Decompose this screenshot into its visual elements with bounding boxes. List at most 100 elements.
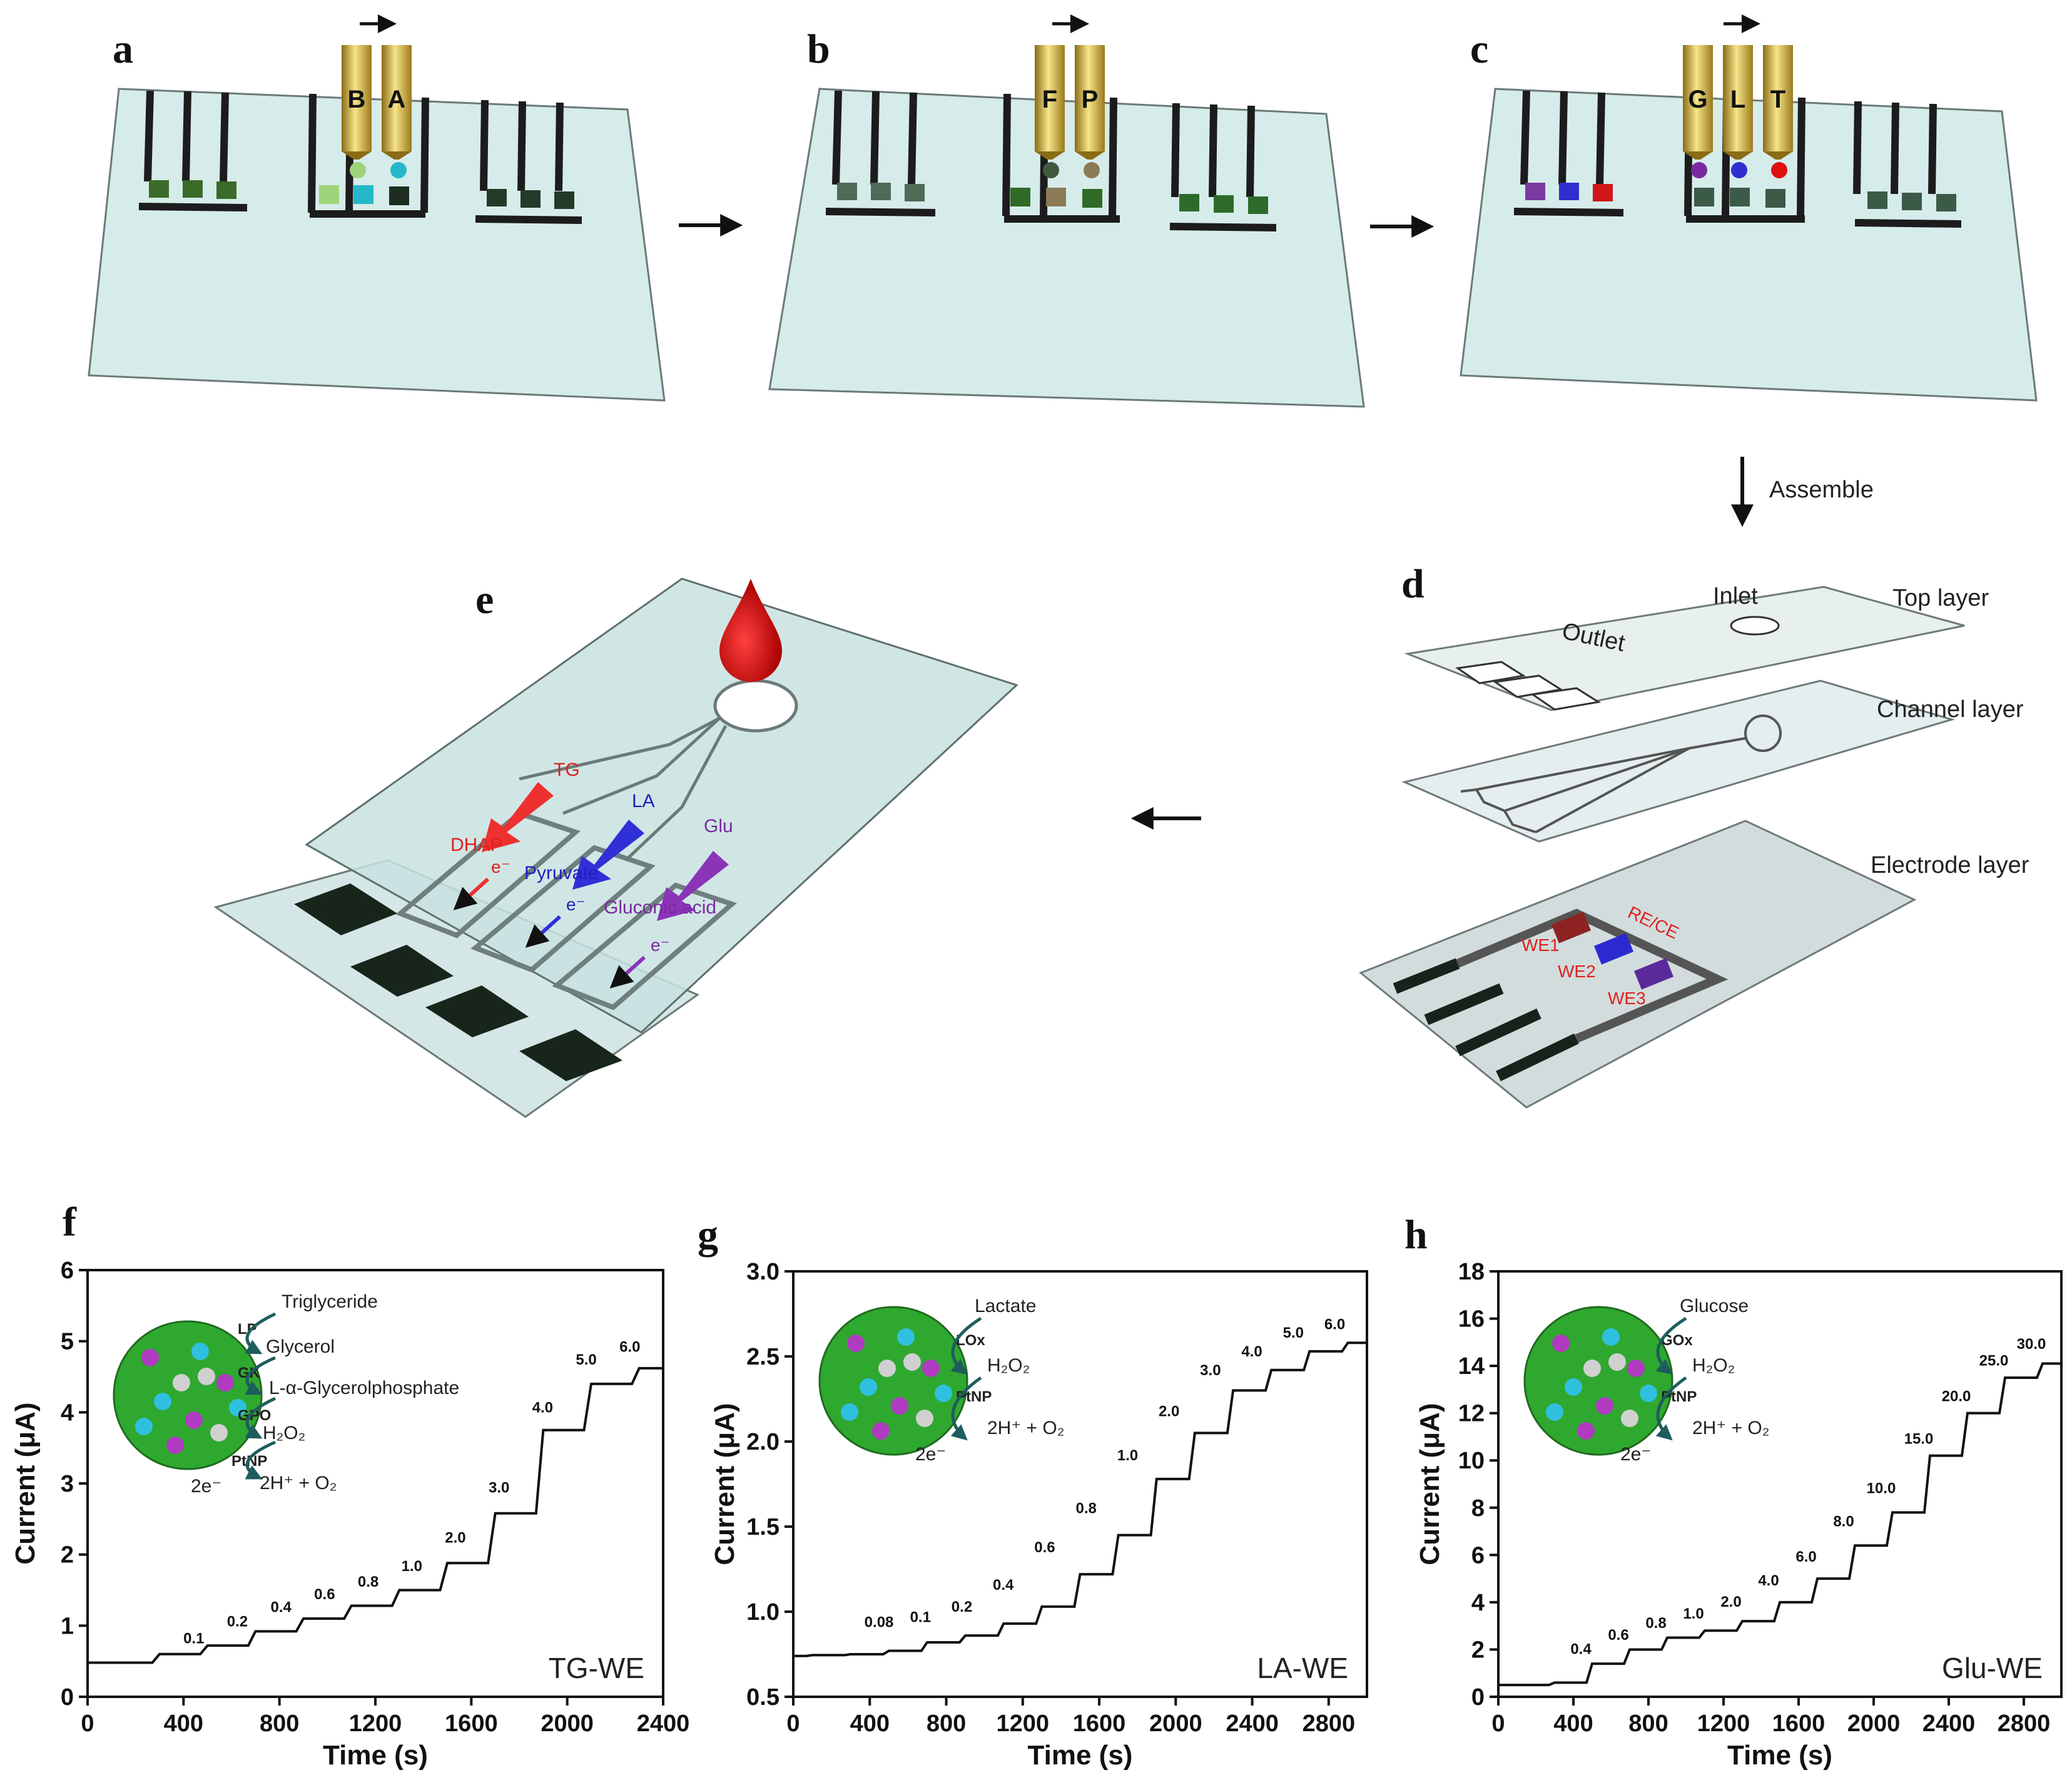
microchannel — [1460, 715, 1782, 833]
we3-pad — [1633, 958, 1673, 990]
scheme-text: Lactate — [975, 1296, 1036, 1316]
step-label: 0.2 — [227, 1613, 248, 1630]
inlet-label: Inlet — [1713, 583, 1758, 609]
step-label: 5.0 — [1283, 1325, 1304, 1341]
reaction-arrow — [245, 1396, 277, 1439]
plot-frame — [1497, 1270, 2063, 1698]
nanoparticle — [166, 1437, 184, 1454]
we2-label: WE2 — [1558, 962, 1596, 981]
series-line — [88, 1366, 663, 1664]
nozzle-label: G — [1688, 86, 1707, 113]
x-tick-label: 2000 — [1847, 1711, 1901, 1737]
nanoparticle — [1577, 1422, 1595, 1440]
nanoparticle — [935, 1385, 952, 1402]
step-label: 10.0 — [1867, 1480, 1896, 1497]
assemble-label: Assemble — [1769, 477, 1874, 503]
nozzle-T: T — [1763, 45, 1793, 178]
step-label: 0.6 — [1608, 1627, 1628, 1644]
nanoparticle — [1596, 1397, 1613, 1415]
step-label: 2.0 — [1159, 1403, 1179, 1420]
nozzle-label: B — [348, 86, 366, 113]
nanoparticle — [1602, 1328, 1620, 1346]
electrode-group-left — [1513, 90, 1624, 216]
x-tick-label: 0 — [81, 1711, 94, 1737]
we2-pad — [1594, 933, 1633, 965]
nanoparticle — [860, 1378, 877, 1396]
scheme-text: 2H⁺ + O₂ — [1692, 1418, 1769, 1438]
nanoparticle — [141, 1349, 159, 1366]
y-tick-label: 10 — [1458, 1448, 1485, 1474]
nozzle-label: F — [1042, 86, 1057, 113]
reaction-arrow — [1655, 1316, 1687, 1375]
step-label: 0.1 — [183, 1630, 204, 1647]
step-label: 0.8 — [1645, 1615, 1666, 1632]
nozzle-label: L — [1730, 86, 1745, 113]
x-tick-label: 1600 — [445, 1711, 498, 1737]
panel-letter-h: h — [1404, 1212, 1428, 1258]
y-tick-label: 16 — [1458, 1306, 1485, 1333]
step-label: 0.08 — [865, 1614, 894, 1631]
x-tick-label: 2400 — [637, 1711, 690, 1737]
x-tick-label: 2000 — [541, 1711, 594, 1737]
y-tick-label: 0 — [1471, 1684, 1485, 1711]
reaction-arrow — [245, 1312, 277, 1355]
electrode-tag: TG-WE — [549, 1652, 644, 1684]
enzyme-particle — [113, 1320, 263, 1470]
x-tick-label: 800 — [927, 1711, 966, 1737]
y-tick-label: 14 — [1458, 1353, 1485, 1380]
step-label: 4.0 — [1241, 1343, 1262, 1360]
panel-letter-f: f — [63, 1199, 77, 1245]
gluconic-acid-label: Gluconic acid — [604, 897, 716, 918]
step-label: 0.4 — [1570, 1641, 1592, 1658]
panel-letter-c: c — [1470, 26, 1488, 72]
reaction-arrow — [950, 1376, 982, 1441]
step-label: 8.0 — [1833, 1513, 1854, 1530]
nanoparticle — [897, 1328, 915, 1346]
step-label: 4.0 — [1758, 1572, 1779, 1589]
nanoparticle — [1627, 1360, 1645, 1377]
working-pads — [837, 183, 1268, 214]
working-pads — [149, 180, 574, 209]
scheme-text: H₂O₂ — [263, 1423, 305, 1443]
nozzle-label: T — [1770, 86, 1785, 113]
x-tick-label: 400 — [850, 1711, 890, 1737]
nanoparticle — [154, 1393, 171, 1410]
nanoparticle — [1565, 1378, 1582, 1396]
top-layer — [1404, 586, 1965, 711]
scheme-text: H₂O₂ — [1692, 1355, 1735, 1376]
scheme-text: H₂O₂ — [987, 1355, 1030, 1376]
scheme-text: L-α-Glycerolphosphate — [269, 1378, 459, 1398]
nanoparticle — [173, 1374, 190, 1391]
nanoparticle — [891, 1397, 908, 1415]
nanoparticle — [1546, 1403, 1563, 1421]
electrode-group-right — [475, 99, 582, 224]
reaction-arrow — [245, 1356, 276, 1395]
step-label: 0.6 — [1034, 1539, 1055, 1556]
electron-arrow-1 — [453, 877, 490, 910]
channel-layer — [1401, 679, 1956, 843]
y-tick-label: 3.0 — [746, 1259, 780, 1285]
panel-c: c G — [1460, 14, 2038, 402]
y-tick-label: 2.0 — [746, 1429, 780, 1455]
y-tick-label: 6 — [61, 1258, 74, 1284]
series-line — [1498, 1362, 2061, 1687]
contact-pads — [294, 883, 622, 1081]
nanoparticle — [1552, 1335, 1570, 1352]
nanoparticle — [210, 1424, 228, 1442]
outlet-slots — [1455, 661, 1602, 711]
x-tick-label: 1200 — [1697, 1711, 1750, 1737]
electrode-group-left — [138, 90, 248, 211]
nozzle-B: B — [342, 45, 372, 178]
step-label: 3.0 — [1200, 1362, 1221, 1379]
y-tick-label: 1.0 — [746, 1599, 780, 1625]
step-label: 20.0 — [1942, 1388, 1971, 1405]
y-tick-label: 2 — [61, 1542, 74, 1569]
scheme-text: 2e⁻ — [915, 1444, 946, 1465]
x-axis-label: Time (s) — [323, 1740, 428, 1771]
reaction-arrow — [1655, 1376, 1687, 1441]
x-tick-label: 2000 — [1149, 1711, 1202, 1737]
enzyme-particle — [1523, 1306, 1673, 1456]
la-arrow — [572, 820, 644, 890]
nanoparticle — [229, 1399, 246, 1416]
